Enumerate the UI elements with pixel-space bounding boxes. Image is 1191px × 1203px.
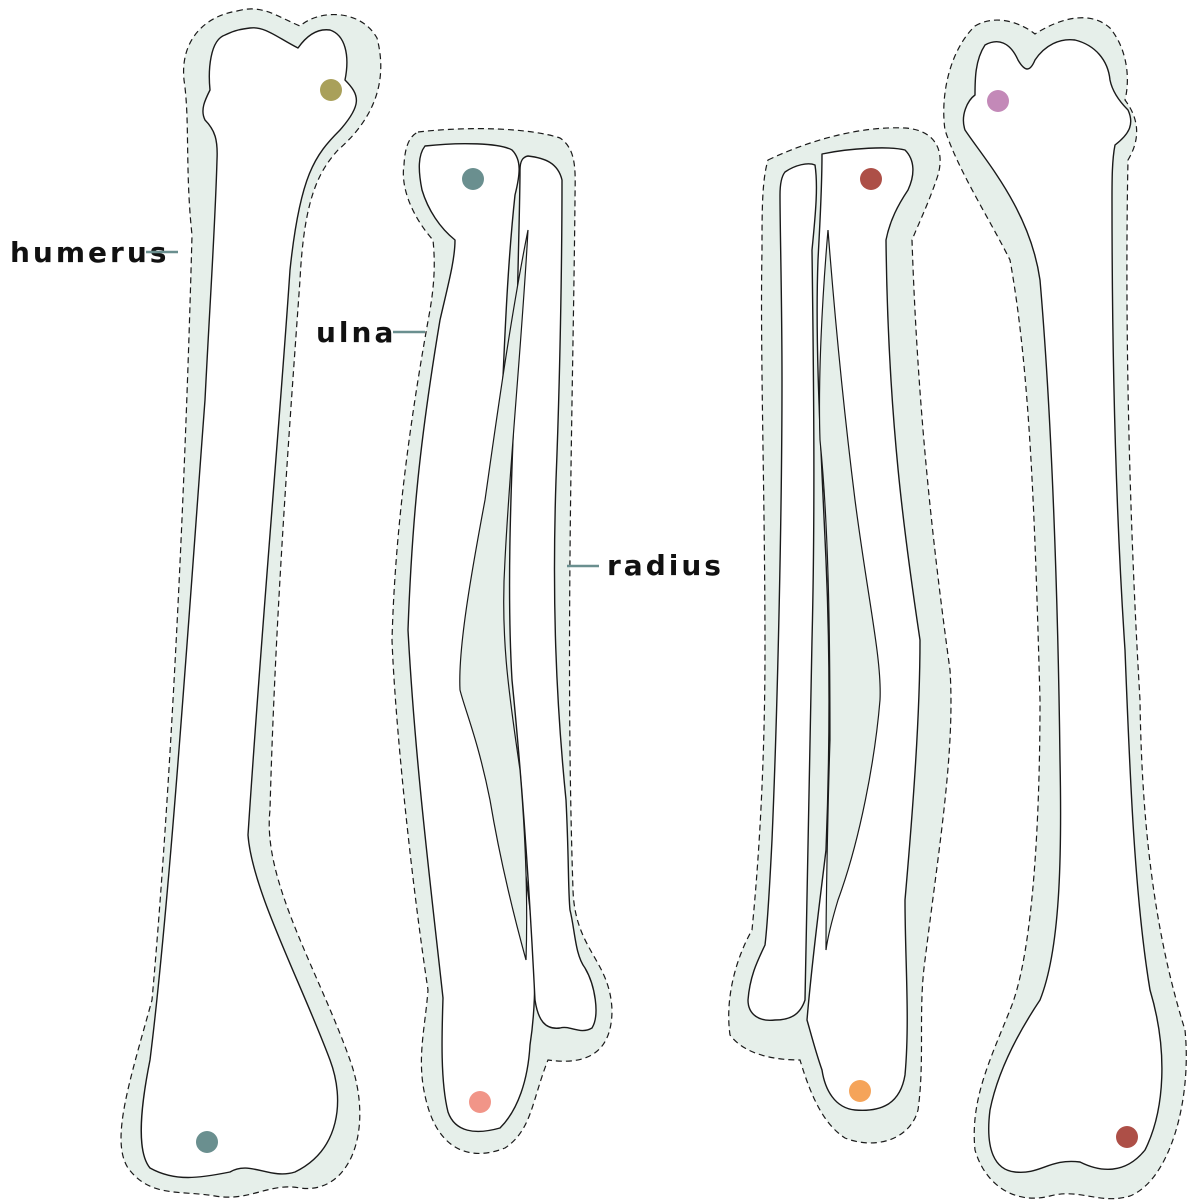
humerus-right [944, 18, 1187, 1199]
marker-dot-teal-ulna-top [462, 168, 484, 190]
marker-dot-salmon [469, 1091, 491, 1113]
label-ulna: ulna [316, 316, 425, 349]
label-humerus: humerus [10, 236, 178, 269]
label-ulna-text: ulna [316, 316, 396, 349]
marker-dot-teal-humerus-bottom [196, 1131, 218, 1153]
forearm-left [392, 129, 612, 1154]
marker-dot-orange [849, 1080, 871, 1102]
marker-dot-mauve [987, 90, 1009, 112]
label-radius-text: radius [607, 549, 724, 582]
marker-dot-red-ulna-top [860, 168, 882, 190]
joint-markers [196, 79, 1138, 1153]
marker-dot-olive [320, 79, 342, 101]
label-humerus-text: humerus [10, 236, 169, 269]
label-radius: radius [567, 549, 724, 582]
humerus-left [121, 9, 381, 1197]
forearm-right [729, 128, 951, 1143]
marker-dot-red-humerus-bottom [1116, 1126, 1138, 1148]
